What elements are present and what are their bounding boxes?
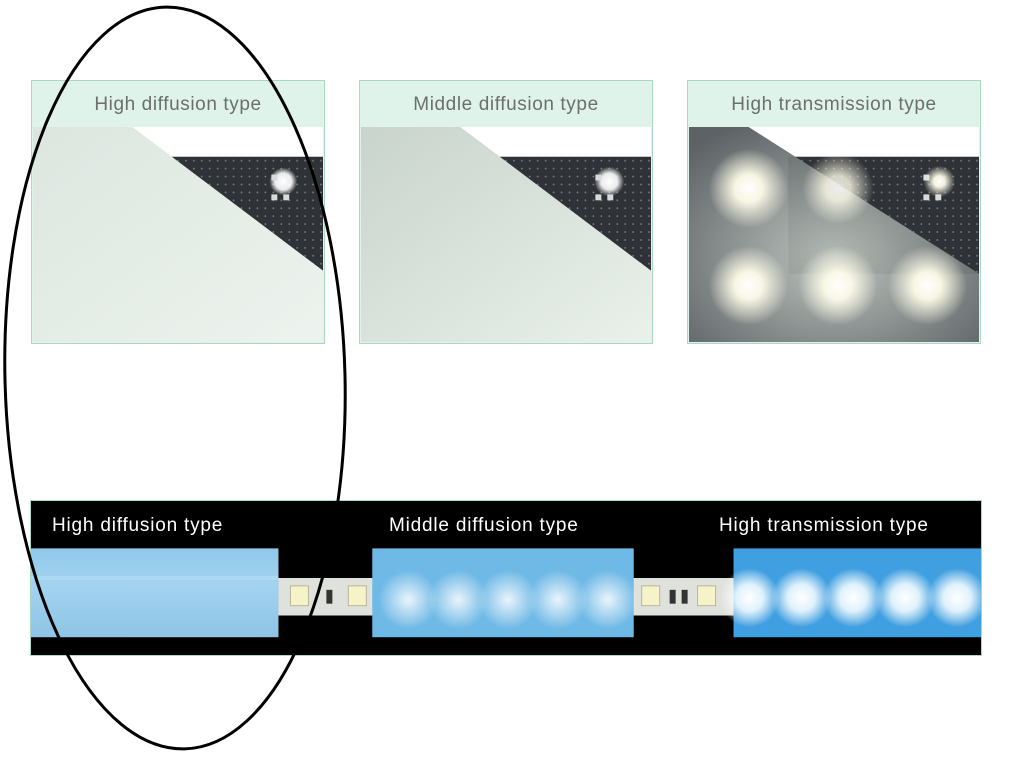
panel-title: Middle diffusion type: [413, 94, 599, 115]
panel-title: High transmission type: [731, 94, 937, 115]
strip-label-middle-diffusion: Middle diffusion type: [389, 515, 579, 536]
panel-photo: [689, 127, 979, 342]
panel-middle-diffusion: Middle diffusion type: [359, 80, 653, 344]
panel-photo: [33, 127, 323, 342]
led-strip-comparison: High diffusion type Middle diffusion typ…: [30, 500, 982, 656]
strip-label-high-diffusion: High diffusion type: [52, 515, 224, 536]
panel-title: High diffusion type: [94, 94, 262, 115]
panel-high-transmission: High transmission type: [687, 80, 981, 344]
strip-label-high-transmission: High transmission type: [719, 515, 929, 536]
panel-photo: [361, 127, 651, 342]
panel-high-diffusion: High diffusion type: [31, 80, 325, 344]
photo-middle-diffusion: [361, 127, 651, 342]
photo-high-transmission: [689, 127, 979, 342]
photo-high-diffusion: [33, 127, 323, 342]
